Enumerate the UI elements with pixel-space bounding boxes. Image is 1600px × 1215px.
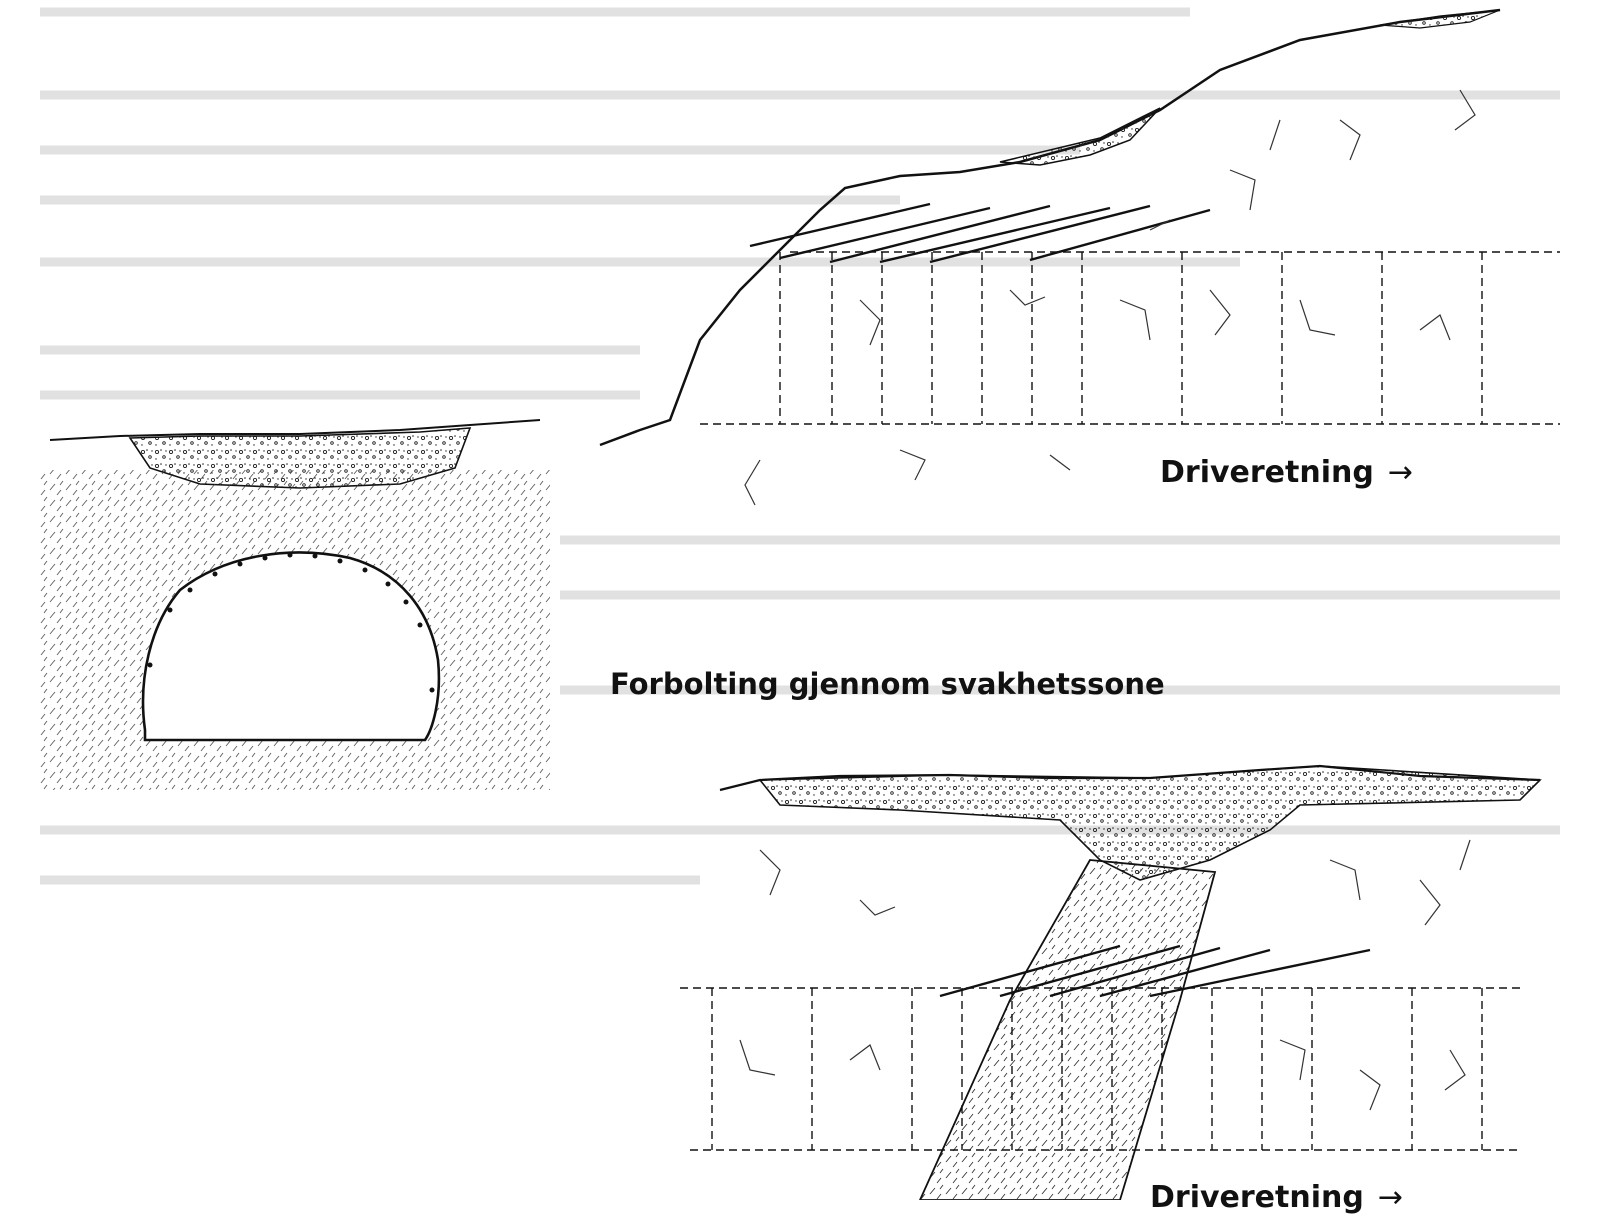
top-section-drawing: [599, 8, 1560, 506]
tunnel-bolt-heads: [147, 552, 435, 693]
arrow-right-icon: →: [1387, 455, 1413, 490]
drive-direction-text-bottom: Driveretning: [1150, 1180, 1364, 1215]
tunnel-profile: [141, 551, 441, 742]
bottom-rock-cracks: [739, 839, 1471, 1111]
top-terrain-surface: [599, 8, 1501, 447]
bottom-spiling-bolts: [939, 944, 1371, 998]
bottom-section-drawing: [680, 764, 1542, 1200]
background-text-lines: [40, 7, 1560, 885]
top-tunnel-outline: [700, 251, 1560, 425]
bottom-soil-layer: [758, 765, 1542, 881]
top-soil-layer: [999, 107, 1161, 166]
drive-direction-text-top: Driveretning: [1160, 455, 1374, 490]
drive-direction-label-bottom: Driveretning →: [1150, 1180, 1403, 1215]
bottom-tunnel-outline: [680, 987, 1520, 1151]
figure-caption: Forbolting gjennom svakhetssone: [610, 667, 1165, 701]
top-rock-cracks: [744, 89, 1476, 506]
drive-direction-label-top: Driveretning →: [1160, 455, 1413, 490]
cross-terrain-surface: [49, 419, 541, 441]
weakness-zone: [919, 859, 1217, 1200]
top-spiling-bolts: [749, 202, 1211, 264]
cross-section-drawing: [40, 419, 550, 790]
arrow-right-icon: →: [1377, 1180, 1403, 1215]
top-soil-patch: [1379, 9, 1501, 29]
